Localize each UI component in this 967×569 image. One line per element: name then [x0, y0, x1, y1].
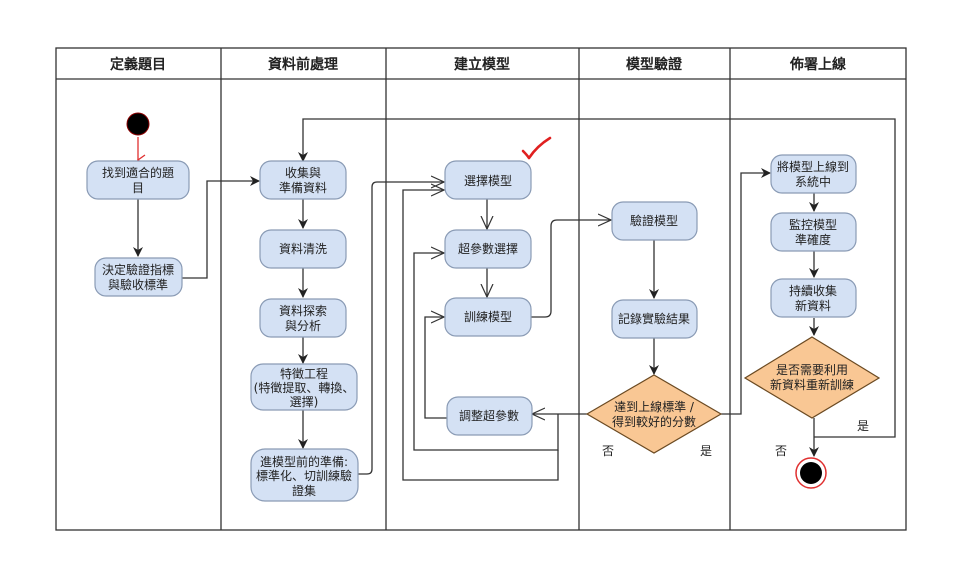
node-select-model: 選擇模型 — [444, 160, 532, 200]
svg-text:新資料: 新資料 — [795, 298, 831, 313]
svg-text:選擇模型: 選擇模型 — [464, 173, 512, 188]
edge-label-retrain-yes: 是 — [857, 419, 869, 433]
node-monitor: 監控模型 準確度 — [770, 212, 857, 252]
node-deploy-system: 將模型上線到 系統中 — [770, 154, 857, 194]
svg-text:準備資料: 準備資料 — [279, 180, 327, 195]
svg-text:持續收集: 持續收集 — [789, 283, 837, 298]
svg-text:(特徵提取、轉換、: (特徵提取、轉換、 — [254, 380, 355, 395]
svg-text:決定驗證指標: 決定驗證指標 — [102, 262, 174, 277]
node-explore: 資料探索 與分析 — [259, 298, 347, 338]
svg-text:與分析: 與分析 — [285, 319, 321, 333]
checkmark-icon — [521, 136, 552, 160]
lane-title-build: 建立模型 — [454, 56, 510, 73]
svg-text:將模型上線到: 將模型上線到 — [777, 159, 849, 174]
node-meet-standard-decision: 達到上線標準 / 得到較好的分數 — [585, 374, 723, 454]
edges — [133, 118, 896, 481]
edge-tune-train — [424, 317, 447, 419]
node-retrain-decision: 是否需要利用 新資料重新訓練 — [743, 336, 881, 419]
node-tune: 調整超參數 — [446, 396, 533, 436]
node-collect: 收集與 準備資料 — [259, 160, 347, 200]
svg-text:標準化、切訓練驗: 標準化、切訓練驗 — [256, 468, 352, 483]
svg-text:監控模型: 監控模型 — [789, 217, 837, 232]
svg-text:選擇): 選擇) — [290, 394, 319, 409]
svg-text:驗證模型: 驗證模型 — [630, 213, 678, 228]
edge-decision-select-model — [402, 190, 559, 481]
node-hyperparam: 超參數選擇 — [444, 229, 532, 269]
svg-text:新資料重新訓練: 新資料重新訓練 — [770, 377, 854, 392]
edge-decision-deploy — [721, 168, 771, 415]
svg-text:進模型前的準備:: 進模型前的準備: — [260, 454, 348, 469]
svg-text:找到適合的題: 找到適合的題 — [102, 165, 174, 180]
node-clean: 資料清洗 — [259, 229, 347, 269]
edge-decide-metric-collect — [182, 176, 260, 279]
svg-text:訓練模型: 訓練模型 — [464, 309, 512, 324]
node-record: 記錄實驗結果 — [611, 299, 698, 339]
node-decide-metric: 決定驗證指標 與驗收標準 — [94, 257, 183, 297]
svg-text:是否需要利用: 是否需要利用 — [776, 363, 848, 377]
svg-text:目: 目 — [132, 181, 144, 195]
node-verify: 驗證模型 — [611, 201, 698, 241]
node-keep-collect: 持續收集 新資料 — [770, 278, 857, 318]
node-feature: 特徵工程 (特徵提取、轉換、 選擇) — [250, 363, 358, 411]
swimlane-frame — [55, 47, 907, 531]
svg-text:達到上線標準 /: 達到上線標準 / — [614, 399, 695, 414]
svg-text:得到較好的分數: 得到較好的分數 — [612, 414, 696, 429]
node-pre-model: 進模型前的準備: 標準化、切訓練驗 證集 — [250, 448, 359, 502]
edge-train-verify — [531, 220, 611, 318]
start-node — [126, 112, 150, 136]
edge-label-yes: 是 — [700, 444, 712, 458]
svg-text:收集與: 收集與 — [285, 165, 321, 180]
svg-text:資料清洗: 資料清洗 — [279, 242, 327, 256]
svg-text:證集: 證集 — [292, 483, 316, 498]
node-train: 訓練模型 — [444, 297, 532, 337]
lane-title-define: 定義題目 — [110, 56, 166, 73]
lane-title-prep: 資料前處理 — [268, 56, 338, 73]
edge-decision-hyperparam — [413, 253, 559, 451]
svg-text:記錄實驗結果: 記錄實驗結果 — [618, 311, 690, 326]
lane-title-deploy: 佈署上線 — [789, 56, 846, 73]
svg-text:系統中: 系統中 — [795, 174, 831, 189]
end-node — [795, 457, 827, 489]
edge-premodel-select-model — [358, 182, 444, 475]
edge-label-no: 否 — [602, 444, 614, 458]
node-find-topic: 找到適合的題 目 — [86, 160, 190, 200]
lane-title-validate: 模型驗證 — [626, 56, 683, 73]
svg-text:特徵工程: 特徵工程 — [280, 366, 328, 381]
svg-text:資料探索: 資料探索 — [279, 304, 327, 318]
edge-label-retrain-no: 否 — [775, 444, 787, 458]
svg-text:超參數選擇: 超參數選擇 — [458, 241, 518, 256]
svg-text:調整超參數: 調整超參數 — [459, 408, 519, 423]
svg-text:準確度: 準確度 — [795, 232, 831, 247]
edge-retrain-collect — [298, 118, 896, 438]
svg-text:與驗收標準: 與驗收標準 — [108, 277, 168, 292]
